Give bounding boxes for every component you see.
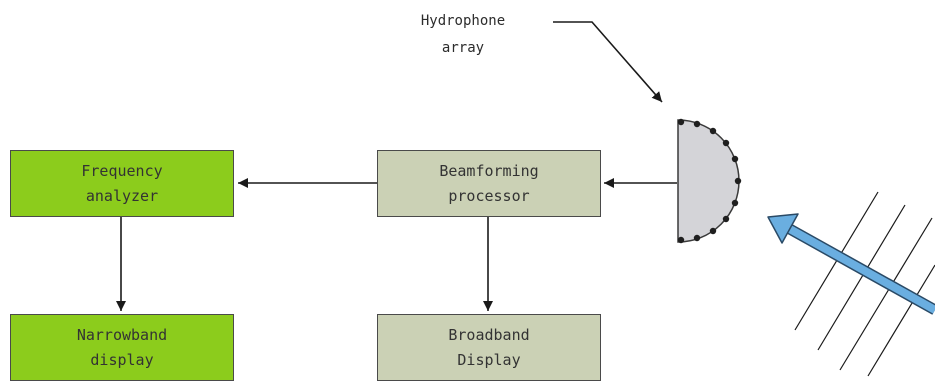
hydrophone-sensors (677, 118, 742, 244)
hydrophone-label-line1: Hydrophone (420, 13, 506, 29)
broadband-display-box: Broadband Display (377, 314, 601, 381)
incoming-signal-arrow (767, 213, 935, 315)
incoming-wavefront-lines (794, 191, 935, 377)
frequency-analyzer-box: Frequency analyzer (10, 150, 234, 217)
narrowband-display-box: Narrowband display (10, 314, 234, 381)
beamforming-processor-box: Beamforming processor (377, 150, 601, 217)
hydrophone-array-label: Hydrophone array (398, 8, 528, 62)
hydrophone-array-icon (677, 118, 742, 244)
hydrophone-label-leader-arrow (553, 21, 663, 103)
hydrophone-label-line2: array (441, 40, 485, 56)
